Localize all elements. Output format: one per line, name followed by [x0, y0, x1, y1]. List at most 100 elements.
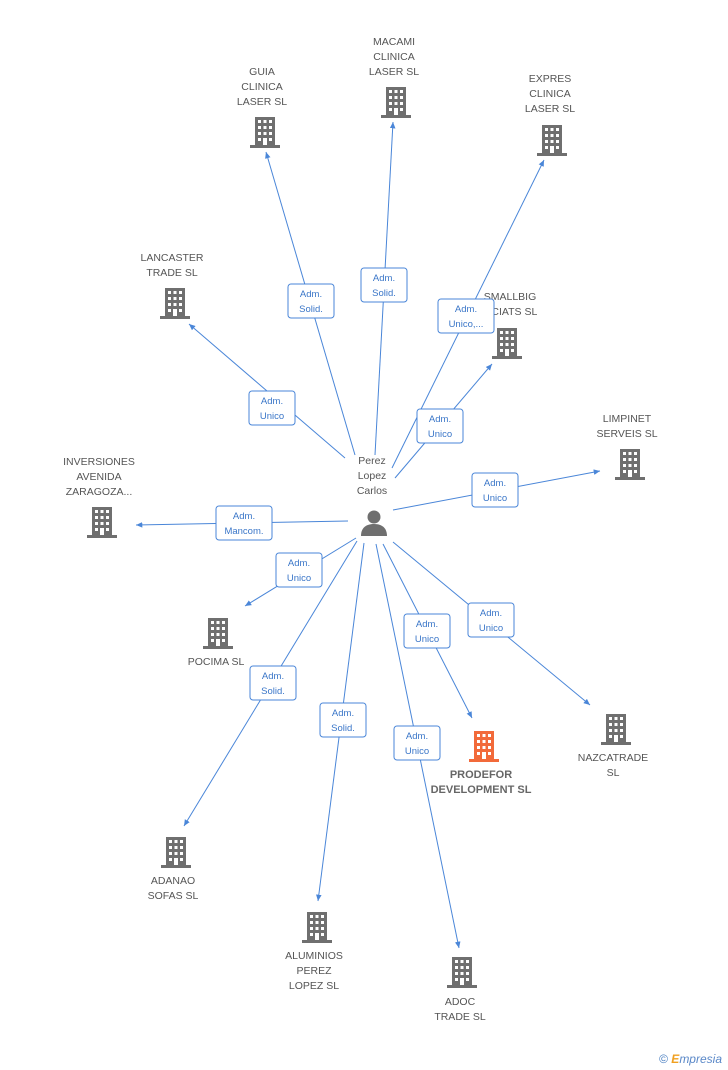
- relation-box: [319, 702, 367, 738]
- company-node-aluminios[interactable]: ALUMINIOS PEREZ LOPEZ SL: [285, 912, 343, 992]
- company-node-limpinet[interactable]: LIMPINET SERVEIS SL: [596, 413, 658, 480]
- company-name-line: PRODEFOR: [450, 769, 512, 781]
- company-name-line: PEREZ: [296, 965, 332, 977]
- relation-label-adoc[interactable]: Adm. Unico: [393, 725, 441, 761]
- relation-text-line: Adm.: [261, 396, 283, 407]
- relation-text-line: Adm.: [332, 708, 354, 719]
- company-name-line: LASER SL: [525, 103, 575, 115]
- company-node-adoc[interactable]: ADOC TRADE SL: [434, 957, 486, 1023]
- company-name-line: LANCASTER: [140, 252, 203, 264]
- relation-box: [437, 298, 495, 334]
- company-name-line: TRADE SL: [434, 1011, 486, 1023]
- company-name-line: LASER SL: [369, 66, 419, 78]
- company-name-line: LIMPINET: [603, 413, 652, 425]
- relation-label-pocima[interactable]: Adm.Unico: [275, 552, 323, 588]
- company-node-expres[interactable]: EXPRES CLINICA LASER SL: [525, 73, 575, 156]
- company-name-line: INVERSIONES: [63, 456, 135, 468]
- relation-text-line: Adm.: [480, 608, 502, 619]
- company-node-inversiones[interactable]: INVERSIONES AVENIDA ZARAGOZA...: [63, 456, 135, 538]
- relation-text-line: Adm.: [455, 304, 477, 315]
- relation-text-line: Adm.: [416, 619, 438, 630]
- building-icon: [492, 328, 522, 359]
- company-node-smallbig[interactable]: SMALLBIG ...CIATS SL: [483, 291, 538, 359]
- company-name-line: ...CIATS SL: [483, 306, 538, 318]
- brand-logo-initial: E: [671, 1052, 680, 1066]
- relation-text-line: Adm.: [262, 671, 284, 682]
- relation-box: [287, 283, 335, 319]
- relation-label-prodefor[interactable]: Adm.Unico: [403, 613, 451, 649]
- company-name-line: NAZCATRADE: [578, 752, 648, 764]
- brand-footer[interactable]: © Empresia: [659, 1052, 722, 1066]
- company-name-line: MACAMI: [373, 36, 415, 48]
- company-name-line: ADOC: [445, 996, 476, 1008]
- relation-text-line: Unico: [405, 746, 429, 757]
- person-icon: [361, 510, 387, 536]
- company-name-line: SL: [607, 767, 620, 779]
- relation-label-macami[interactable]: Adm.Solid.: [360, 267, 408, 303]
- relation-text-line: Solid.: [299, 304, 323, 315]
- company-name-line: CLINICA: [529, 88, 570, 100]
- relation-text-line: Solid.: [331, 723, 355, 734]
- relation-box: [249, 665, 297, 701]
- relation-text-line: Mancom.: [224, 526, 263, 537]
- building-icon: [302, 912, 332, 943]
- relation-label-limpinet[interactable]: Adm.Unico: [471, 472, 519, 508]
- relation-text-line: Adm.: [406, 731, 428, 742]
- relation-box: [416, 408, 464, 444]
- company-node-prodefor[interactable]: PRODEFOR DEVELOPMENT SL: [431, 731, 532, 796]
- relation-box: [360, 267, 408, 303]
- building-icon: [601, 714, 631, 745]
- relation-label-lancaster[interactable]: Adm. Unico: [248, 390, 296, 426]
- center-name-line: Perez: [358, 455, 385, 467]
- company-name-line: DEVELOPMENT SL: [431, 784, 532, 796]
- center-name-line: Lopez: [358, 470, 387, 482]
- company-name-line: EXPRES: [529, 73, 572, 85]
- building-icon: [87, 507, 117, 538]
- relation-text-line: Unico: [260, 411, 284, 422]
- building-icon: [615, 449, 645, 480]
- relation-text-line: Adm.: [429, 414, 451, 425]
- relation-text-line: Unico: [483, 493, 507, 504]
- relation-text-line: Unico: [479, 623, 503, 634]
- building-icon: [160, 288, 190, 319]
- relation-label-adanao[interactable]: Adm. Solid.: [249, 665, 297, 701]
- building-icon: [447, 957, 477, 988]
- copyright-icon: ©: [659, 1052, 668, 1066]
- relation-label-aluminios[interactable]: Adm. Solid.: [319, 702, 367, 738]
- relation-label-guia[interactable]: Adm. Solid.: [287, 283, 335, 319]
- relation-label-nazcatrade[interactable]: Adm. Unico: [467, 602, 515, 638]
- relation-labels: Adm.Solid.Adm.Solid.Adm.Unico,...Adm.Uni…: [215, 267, 519, 761]
- relation-label-expres[interactable]: Adm. Unico,...: [437, 298, 495, 334]
- center-person[interactable]: Perez Lopez Carlos: [357, 455, 387, 536]
- company-name-line: ALUMINIOS: [285, 950, 343, 962]
- company-name-line: AVENIDA: [76, 471, 121, 483]
- company-name-line: SERVEIS SL: [596, 428, 657, 440]
- company-node-nazcatrade[interactable]: NAZCATRADE SL: [578, 714, 648, 779]
- company-name-line: ZARAGOZA...: [66, 486, 133, 498]
- building-icon: [203, 618, 233, 649]
- relation-box: [393, 725, 441, 761]
- company-name-line: LOPEZ SL: [289, 980, 339, 992]
- company-name-line: LASER SL: [237, 96, 287, 108]
- relation-text-line: Adm.: [300, 289, 322, 300]
- building-icon: [381, 87, 411, 118]
- company-name-line: CLINICA: [241, 81, 282, 93]
- relation-box: [467, 602, 515, 638]
- center-name-line: Carlos: [357, 485, 387, 497]
- relation-text-line: Solid.: [261, 686, 285, 697]
- relation-text-line: Unico,...: [449, 319, 484, 330]
- relation-label-smallbig[interactable]: Adm.Unico: [416, 408, 464, 444]
- relation-label-inversiones[interactable]: Adm.Mancom.: [215, 505, 273, 541]
- relation-box: [275, 552, 323, 588]
- building-icon: [469, 731, 499, 762]
- company-name-line: ADANAO: [151, 875, 195, 887]
- company-node-pocima[interactable]: POCIMA SL: [188, 618, 245, 668]
- company-name-line: SMALLBIG: [484, 291, 537, 303]
- relation-text-line: Adm.: [288, 558, 310, 569]
